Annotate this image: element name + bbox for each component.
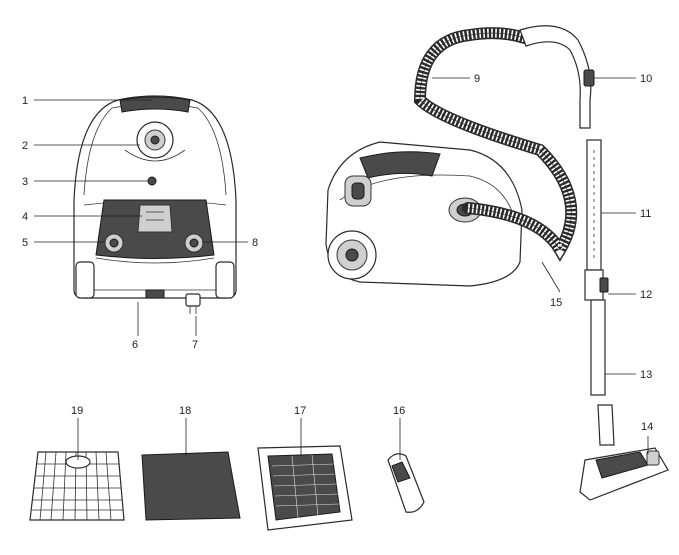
- hose: [413, 27, 578, 262]
- label-13: 13: [640, 369, 652, 381]
- label-14: 14: [641, 421, 653, 433]
- telescopic-tube: [584, 139, 609, 396]
- filter-pad: [141, 451, 241, 521]
- label-4: 4: [22, 211, 28, 223]
- label-18: 18: [179, 405, 191, 417]
- label-12: 12: [640, 289, 652, 301]
- label-10: 10: [640, 73, 652, 85]
- label-2: 2: [22, 140, 28, 152]
- label-19: 19: [71, 405, 83, 417]
- label-3: 3: [22, 176, 28, 188]
- label-17: 17: [294, 405, 306, 417]
- label-5: 5: [22, 237, 28, 249]
- hepa-filter: [257, 445, 353, 531]
- label-16: 16: [393, 405, 405, 417]
- label-8: 8: [252, 237, 258, 249]
- label-11: 11: [640, 208, 651, 220]
- floor-nozzle: [579, 404, 669, 501]
- label-1: 1: [22, 95, 28, 107]
- leader-lines: [34, 77, 649, 460]
- vacuum-front-view: [73, 95, 237, 314]
- vacuum-side-view: [325, 141, 523, 287]
- crevice-nozzle: [387, 453, 425, 513]
- hose-handle: [519, 25, 595, 129]
- label-7: 7: [192, 339, 198, 351]
- label-15: 15: [550, 297, 562, 309]
- label-9: 9: [474, 73, 480, 85]
- label-6: 6: [132, 339, 138, 351]
- motor-filter-grille: [29, 451, 125, 521]
- part-number-labels: 1 2 3 4 5 6 7 8 9 10 11 12 13 14 15 16 1…: [22, 73, 653, 433]
